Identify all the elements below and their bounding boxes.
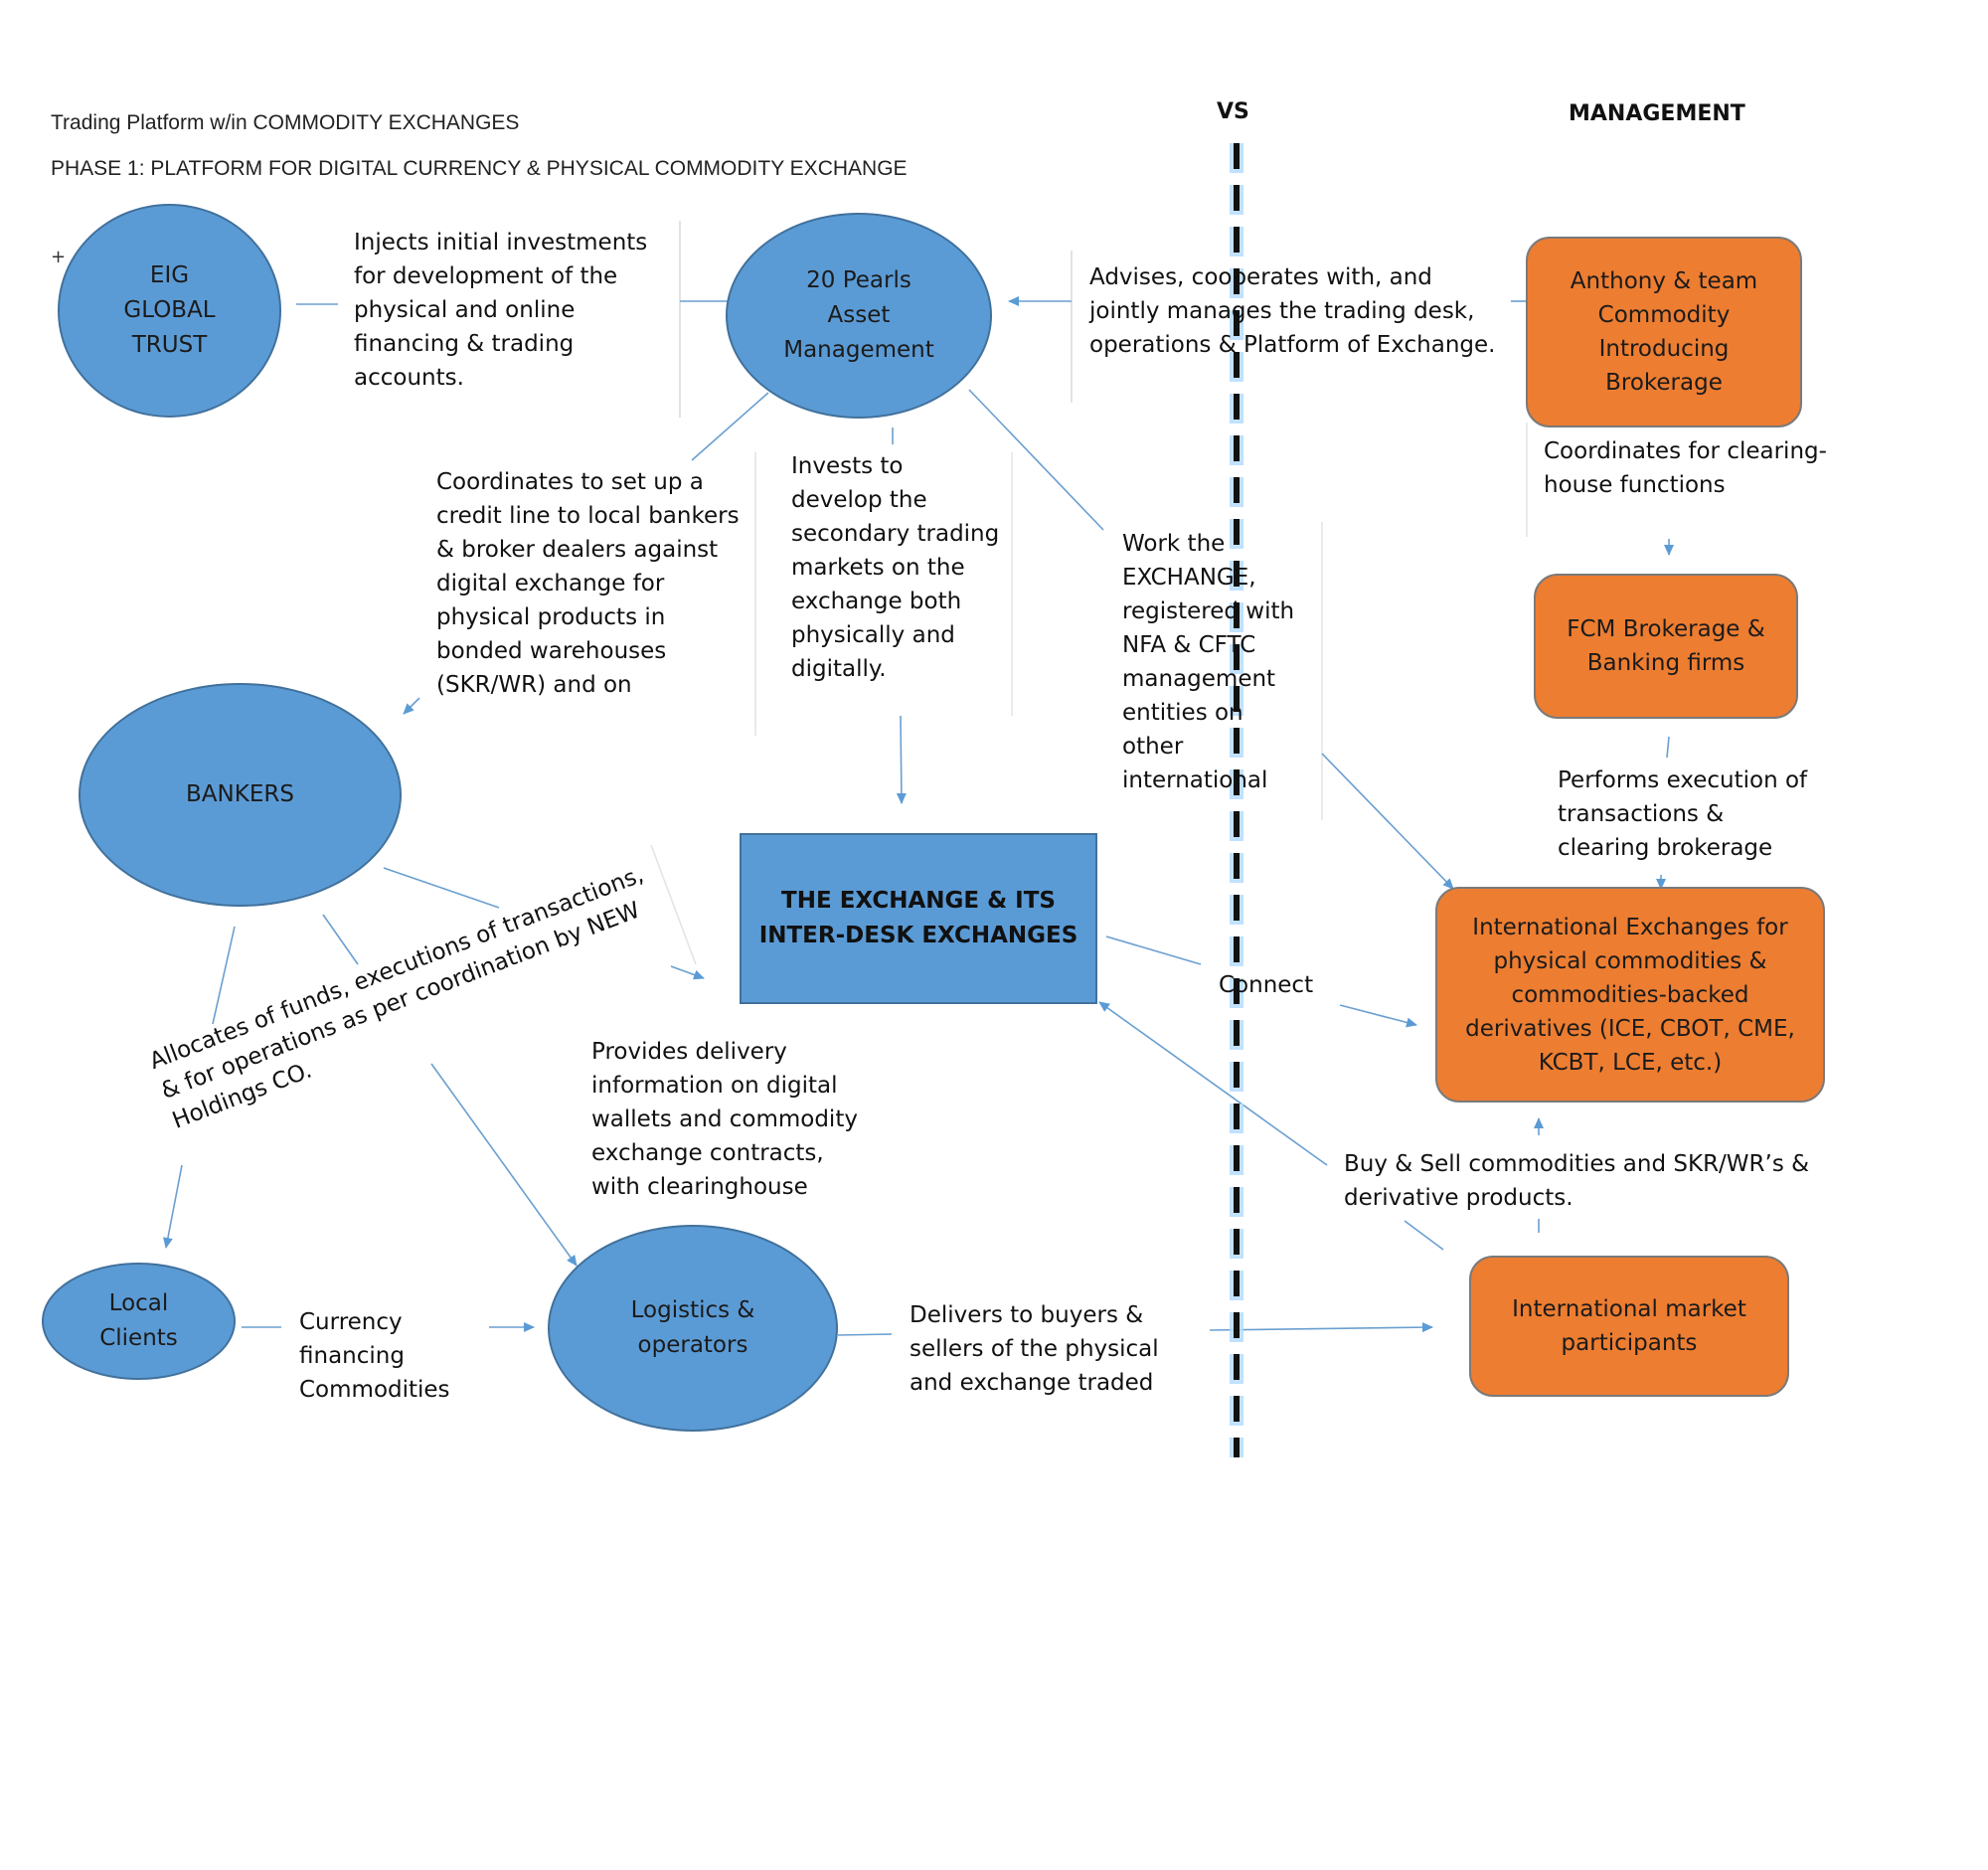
- label-currency: Currency financing Commodities: [299, 1309, 450, 1403]
- node-label: International Exchanges for physical com…: [1465, 914, 1795, 1076]
- label-advises: Advises, cooperates with, and jointly ma…: [1089, 264, 1496, 358]
- arrow-allocates-local: [162, 1164, 183, 1249]
- connector-bankers-allocates-1: [212, 926, 236, 1025]
- label-injects: Injects initial investments for developm…: [354, 230, 648, 391]
- arrow-connect-intl: [1339, 1004, 1417, 1028]
- connector-bankers-allocates-2: [322, 914, 359, 965]
- node-label: Anthony & team Commodity Introducing Bro…: [1570, 268, 1758, 396]
- label-performs: Performs execution of transactions & cle…: [1558, 767, 1808, 861]
- node-anthony-team: Anthony & team Commodity Introducing Bro…: [1526, 237, 1802, 427]
- arrow-buysell-exchange: [1098, 1001, 1328, 1166]
- node-local-clients: Local Clients: [42, 1263, 236, 1380]
- connector-fcm-performs: [1666, 736, 1670, 759]
- arrow-work-intl: [1321, 753, 1454, 890]
- node-the-exchange: THE EXCHANGE & ITS INTER-DESK EXCHANGES: [740, 833, 1097, 1004]
- arrow-allocates-logistics: [430, 1063, 578, 1267]
- connector-exchange-connect: [1105, 935, 1202, 965]
- label-delivers: Delivers to buyers & sellers of the phys…: [910, 1302, 1159, 1396]
- node-bankers: BANKERS: [79, 683, 402, 907]
- node-label: BANKERS: [186, 781, 294, 807]
- connector-pearls-work: [968, 389, 1104, 531]
- node-label: FCM Brokerage & Banking firms: [1567, 616, 1765, 676]
- arrow-credit-bankers: [403, 697, 420, 715]
- node-international-participants: International market participants: [1469, 1256, 1789, 1397]
- node-label: Local Clients: [99, 1290, 178, 1351]
- node-logistics: Logistics & operators: [548, 1225, 838, 1432]
- node-eig-global-trust: EIG GLOBAL TRUST: [58, 204, 281, 418]
- node-fcm-brokerage: FCM Brokerage & Banking firms: [1534, 574, 1798, 719]
- vs-label: VS: [1217, 99, 1249, 124]
- label-provides: Provides delivery information on digital…: [591, 1039, 858, 1200]
- node-label: Logistics & operators: [630, 1297, 755, 1358]
- vs-divider: [1113, 143, 1243, 1457]
- connector-bankers-allocates-3: [383, 867, 500, 909]
- label-connect: Connect: [1219, 972, 1314, 998]
- separator-line: [650, 844, 697, 965]
- connector-participants-buysell: [1404, 1220, 1444, 1251]
- node-international-exchanges: International Exchanges for physical com…: [1435, 887, 1825, 1103]
- label-coordinates-clearing: Coordinates for clearing- house function…: [1544, 438, 1827, 498]
- node-label: 20 Pearls Asset Management: [783, 267, 934, 363]
- arrow-delivers-participants: [1209, 1322, 1433, 1333]
- plus-marker: +: [51, 247, 67, 267]
- label-invests: Invests to develop the secondary trading…: [791, 453, 1000, 682]
- connector-pearls-credit: [691, 392, 769, 461]
- arrow-allocates-exchange: [670, 965, 705, 980]
- label-coordinates-credit: Coordinates to set up a credit line to l…: [436, 469, 740, 698]
- header-title: Trading Platform w/in COMMODITY EXCHANGE…: [51, 111, 520, 134]
- label-buy-sell: Buy & Sell commodities and SKR/WR’s & de…: [1344, 1151, 1810, 1211]
- label-work-exchange: Work the EXCHANGE, registered with NFA &…: [1122, 531, 1295, 793]
- node-label: EIG GLOBAL TRUST: [123, 262, 216, 358]
- node-label: THE EXCHANGE & ITS INTER-DESK EXCHANGES: [758, 888, 1078, 948]
- connector-logistics-delivers: [837, 1333, 893, 1336]
- node-20-pearls: 20 Pearls Asset Management: [726, 213, 992, 419]
- node-label: International market participants: [1512, 1296, 1746, 1356]
- management-label: MANAGEMENT: [1569, 101, 1745, 126]
- arrow-invests-exchange: [896, 715, 907, 804]
- header-subtitle: PHASE 1: PLATFORM FOR DIGITAL CURRENCY &…: [51, 157, 908, 180]
